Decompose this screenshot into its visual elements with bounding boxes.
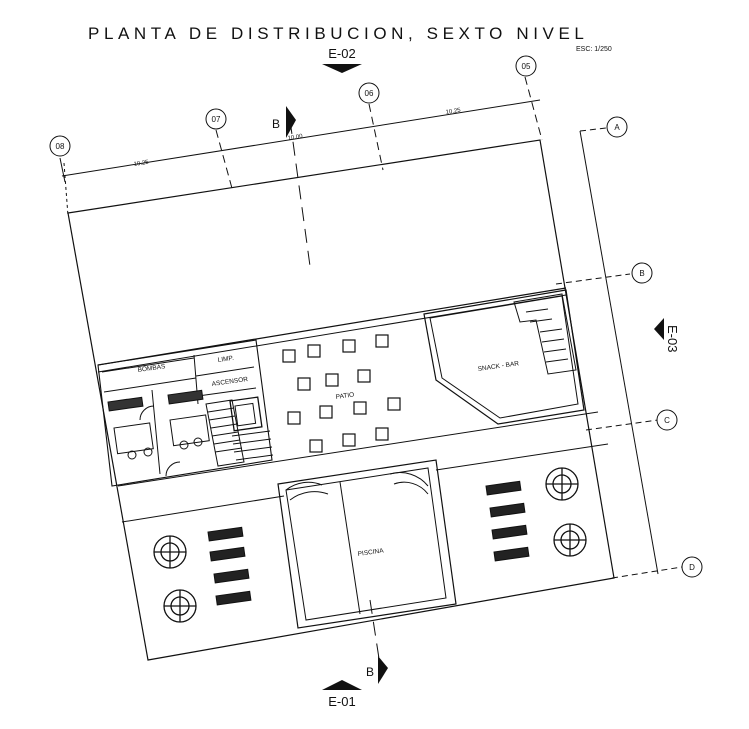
scale-label: ESC: 1/250	[576, 46, 612, 53]
axis-label-07: 07	[212, 115, 221, 124]
axis-label-B: B	[639, 269, 644, 278]
umbrella-tables	[153, 467, 587, 623]
axis-bubble-A	[606, 116, 628, 138]
section-marker-bottom: B	[366, 656, 388, 684]
grid-line-C	[585, 419, 659, 431]
dimension-text-mid: 10.00	[287, 134, 303, 142]
elevation-marker-bottom: E-01	[322, 680, 362, 709]
elevator-shaft	[229, 396, 263, 432]
service-block	[97, 339, 273, 487]
axis-label-05: 05	[522, 62, 531, 71]
section-label-top: B	[272, 117, 280, 131]
room-label-limp: LIMP.	[217, 355, 234, 364]
axis-bubble-B	[631, 262, 653, 284]
room-label-ascensor: ASCENSOR	[211, 376, 248, 388]
axis-label-D: D	[689, 563, 695, 572]
grid-line-06	[368, 103, 384, 171]
section-label-bottom: B	[366, 665, 374, 679]
room-label-piscina: PISCINA	[357, 547, 384, 558]
axis-label-08: 08	[56, 142, 65, 151]
dimension-text-left: 10.25	[133, 160, 149, 168]
loungers-right	[485, 480, 530, 562]
elevation-marker-right: E-03	[654, 318, 680, 352]
room-label-snack-bar: SNACK - BAR	[477, 360, 519, 373]
lavatory-row-right	[167, 389, 204, 405]
axis-label-A: A	[614, 123, 620, 132]
elevation-label-right: E-03	[665, 325, 680, 352]
axis-bubble-C	[656, 409, 678, 431]
axis-bubble-05	[515, 55, 537, 77]
section-marker-top: B	[272, 106, 296, 138]
axis-bubble-07	[205, 108, 227, 130]
axis-bubble-D	[681, 556, 703, 578]
axis-bubble-06	[358, 82, 380, 104]
axis-bubble-08	[49, 135, 71, 157]
loungers-left	[207, 526, 252, 606]
grid-line-08	[59, 157, 66, 183]
section-line-b-bottom	[369, 599, 381, 666]
patio-tables	[282, 334, 401, 453]
grid-line-B	[555, 273, 631, 285]
elevation-label-top: E-02	[328, 46, 355, 61]
drawing-title: PLANTA DE DISTRIBUCION, SEXTO NIVEL	[88, 24, 589, 43]
axis-label-C: C	[664, 416, 670, 425]
grid-line-07	[215, 129, 234, 193]
elevation-marker-top: E-02	[322, 46, 362, 73]
pool	[277, 459, 457, 629]
axis-label-06: 06	[365, 89, 374, 98]
dimension-text-right: 10.25	[445, 108, 461, 116]
snack-bar-area	[423, 289, 585, 425]
grid-line-05	[524, 76, 543, 141]
elevation-label-bottom: E-01	[328, 694, 355, 709]
service-stairs	[205, 399, 274, 467]
lavatory-row-left	[107, 396, 144, 412]
right-dimension-line	[579, 130, 659, 575]
room-label-patio: PATIO	[335, 391, 354, 401]
section-line-b-top	[289, 119, 311, 267]
room-label-bombas: BOMBAS	[137, 363, 166, 374]
top-dimension-line	[61, 99, 541, 177]
snack-bar-stairs	[513, 293, 577, 375]
grid-line-D	[611, 566, 683, 579]
